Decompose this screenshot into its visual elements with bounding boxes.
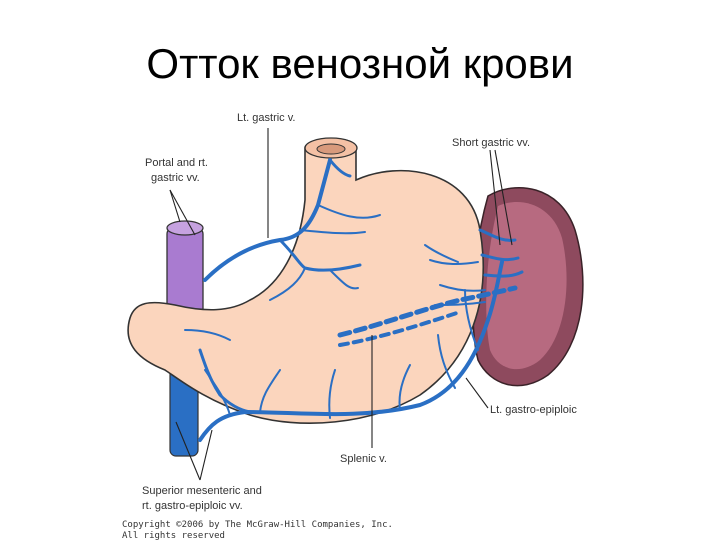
label-portal-line-1: Portal and rt. <box>145 157 208 169</box>
label-sup-mesenteric-line-2: rt. gastro-epiploic vv. <box>142 500 243 512</box>
copyright-line-1: Copyright ©2006 by The McGraw-Hill Compa… <box>122 520 393 530</box>
label-splenic-v: Splenic v. <box>340 453 387 465</box>
stomach-illustration <box>127 137 484 424</box>
label-lt-gastric-v: Lt. gastric v. <box>237 112 295 124</box>
gastric-veins <box>184 158 524 442</box>
slide-title: Отток венозной крови <box>146 40 574 87</box>
label-leader-lines <box>169 128 513 481</box>
label-sup-mesenteric-line-1: Superior mesenteric and <box>142 485 262 497</box>
label-short-gastric-vv: Short gastric vv. <box>452 137 530 149</box>
label-portal-line-2: gastric vv. <box>151 172 200 184</box>
spleen-illustration <box>472 186 584 387</box>
label-lt-gastro-epiploic: Lt. gastro-epiploic <box>490 404 577 416</box>
copyright-line-2: All rights reserved <box>122 531 225 540</box>
